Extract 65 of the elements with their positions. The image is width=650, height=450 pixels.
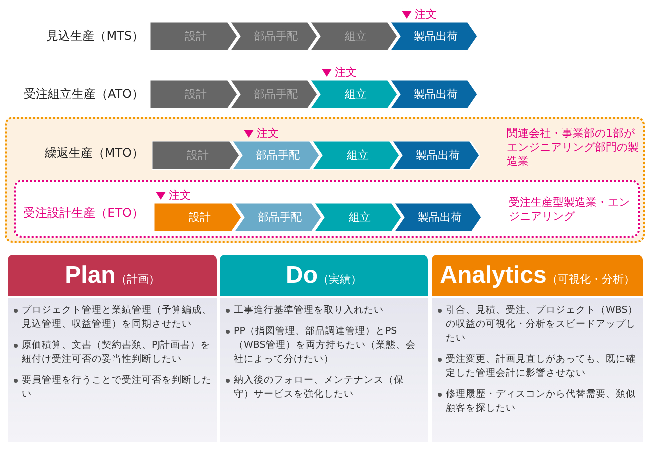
process-step — [154, 203, 242, 232]
step-label: 設計 — [188, 210, 212, 226]
header-title: Do — [286, 262, 318, 290]
panel-header — [432, 255, 643, 296]
dotted-group-frame — [14, 180, 640, 238]
header-title: Plan — [65, 262, 116, 290]
header-subtitle: （実績） — [318, 272, 362, 287]
order-label: 注文 — [415, 7, 437, 22]
step-label: 部品手配 — [253, 87, 299, 103]
row-label: 繰返生産（MTO） — [44, 145, 144, 161]
process-step — [230, 22, 318, 51]
row-label: 受注組立生産（ATO） — [22, 86, 144, 102]
bullet-item: 要員管理を行うことで受注可否を判断したい — [12, 374, 212, 402]
bullet-item: 原価積算、文書（契約書類、PJ計画書）を紐付け受注可否の妥当性判断したい — [12, 339, 212, 367]
process-step — [150, 80, 238, 109]
process-step — [234, 203, 322, 232]
header-subtitle: （可視化・分析） — [546, 272, 635, 287]
bullet-item: PP（指図管理、部品調達管理）とPS（WBS管理）を両方持ちたい（業態、会社によって分けたい） — [224, 325, 423, 367]
header-subtitle: （計画） — [116, 272, 160, 287]
process-step — [152, 141, 240, 170]
step-label: 設計 — [184, 87, 208, 103]
order-label: 注文 — [335, 65, 357, 80]
order-label: 注文 — [257, 126, 279, 141]
panel-body — [220, 298, 428, 442]
step-label: 部品手配 — [257, 210, 303, 226]
step-label: 部品手配 — [255, 148, 301, 164]
step-label: 製品出荷 — [413, 29, 459, 45]
process-step — [394, 203, 482, 232]
row-label: 受注設計生産（ETO） — [22, 205, 144, 221]
process-step — [232, 141, 320, 170]
bullet-item: 修理履歴・ディスコンから代替需要、類似顧客を探したい — [436, 388, 638, 416]
panel-header — [220, 255, 428, 296]
step-label: 製品出荷 — [417, 210, 463, 226]
bullet-item: 引合、見積、受注、プロジェクト（WBS）の収益の可視化・分析をスピードアップしたい — [436, 304, 638, 346]
step-label: 組立 — [346, 148, 370, 164]
process-step — [310, 80, 398, 109]
bullet-item: プロジェクト管理と業績管理（予算編成、見込管理、収益管理）を同期させたい — [12, 304, 212, 332]
step-label: 組立 — [348, 210, 372, 226]
step-label: 組立 — [344, 29, 368, 45]
process-step — [392, 141, 480, 170]
group-note: 受注生産型製造業・エンジニアリング — [509, 196, 631, 224]
step-label: 製品出荷 — [413, 87, 459, 103]
group-note: 関連会社・事業部の1部がエンジニアリング部門の製造業 — [507, 127, 640, 169]
process-step — [310, 22, 398, 51]
panel-body — [432, 298, 643, 442]
process-step — [390, 22, 478, 51]
step-label: 組立 — [344, 87, 368, 103]
order-label: 注文 — [169, 188, 191, 203]
process-step — [314, 203, 402, 232]
step-label: 設計 — [184, 29, 208, 45]
process-step — [230, 80, 318, 109]
process-step — [150, 22, 238, 51]
process-step — [312, 141, 400, 170]
panel-header — [8, 255, 217, 296]
row-label: 見込生産（MTS） — [46, 28, 144, 44]
process-step — [390, 80, 478, 109]
header-title: Analytics — [440, 262, 547, 290]
step-label: 部品手配 — [253, 29, 299, 45]
panel-body — [8, 298, 217, 442]
step-label: 設計 — [186, 148, 210, 164]
bullet-item: 納入後のフォロー、メンテナンス（保守）サービスを強化したい — [224, 374, 423, 402]
bullet-item: 工事進行基準管理を取り入れたい — [224, 304, 423, 318]
bullet-item: 受注変更、計画見直しがあっても、既に確定した管理会計に影響させない — [436, 353, 638, 381]
step-label: 製品出荷 — [415, 148, 461, 164]
dotted-group-frame — [5, 117, 645, 243]
